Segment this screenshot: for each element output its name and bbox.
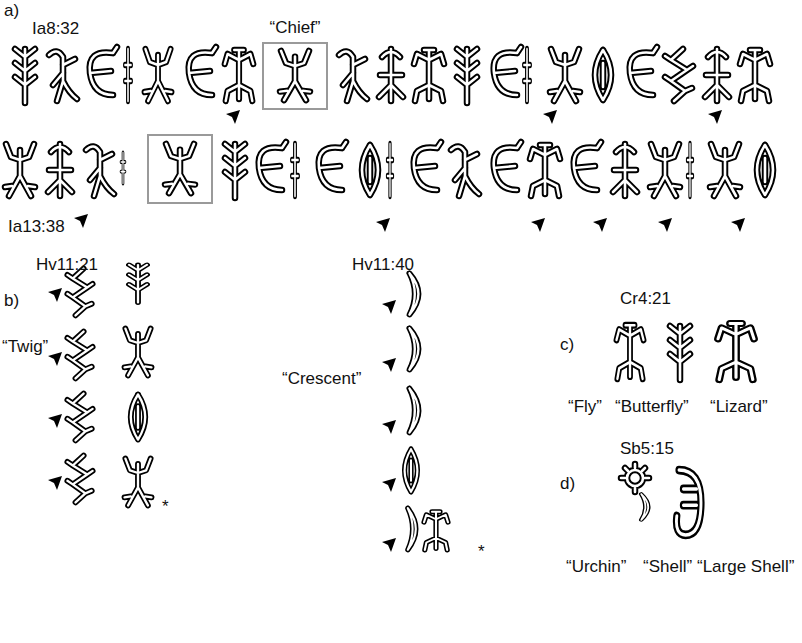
source-code: Hv11:21 [36, 256, 98, 275]
glyph-column [67, 265, 151, 506]
source-code: Hv11:40 [352, 256, 414, 275]
footnote-mark: * [478, 543, 485, 562]
glyph-name: “Fly” [568, 398, 602, 417]
glyph-name: “Crescent” [282, 370, 361, 389]
panel-letter: d) [560, 475, 575, 494]
glyph-group [617, 324, 755, 535]
source-code: Ia13:38 [8, 218, 65, 237]
panel-letter: a) [4, 2, 19, 21]
glyph-row [15, 47, 770, 103]
glyph-column [405, 273, 448, 550]
glyph-name: “Chief” [269, 19, 320, 38]
panel-letter: c) [560, 336, 574, 355]
glyph-name: “Twig” [2, 338, 48, 357]
glyph-name: “Butterfly” [615, 398, 689, 417]
source-code: Sb5:15 [620, 440, 674, 459]
glyph-name: “Shell” [643, 558, 692, 577]
glyph-name: “Urchin” [566, 558, 626, 577]
highlight-box: “Chief” [262, 42, 328, 110]
source-code: Cr4:21 [620, 290, 671, 309]
glyph-row [5, 142, 773, 198]
glyph-name: “Large Shell” [697, 558, 794, 577]
pointer-arrows [48, 110, 745, 552]
footnote-mark: * [162, 498, 169, 517]
glyph-name: “Lizard” [710, 398, 768, 417]
source-code: Ia8:32 [32, 20, 79, 39]
highlight-box [148, 135, 212, 203]
panel-letter: b) [4, 292, 19, 311]
